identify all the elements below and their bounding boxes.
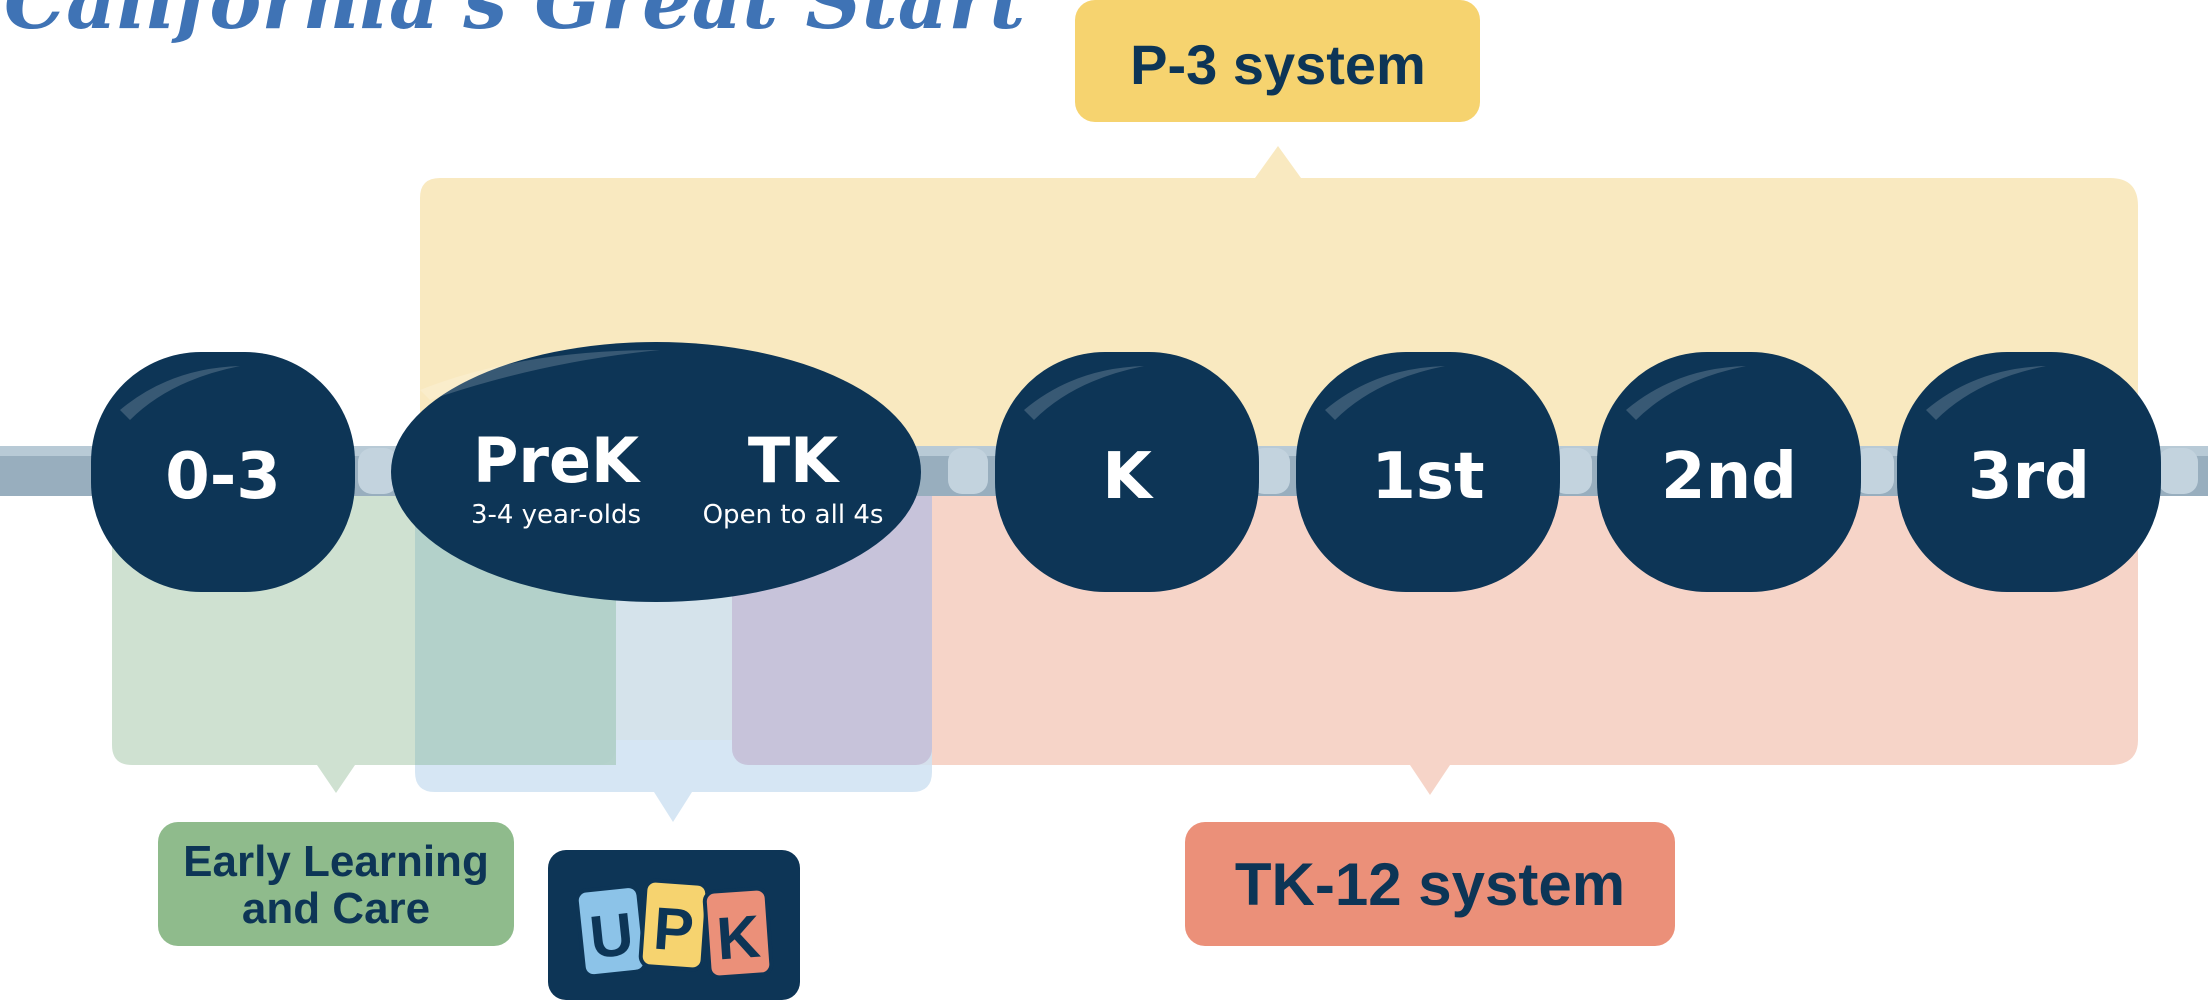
- svg-text:and Care: and Care: [242, 884, 430, 933]
- svg-text:K: K: [714, 903, 762, 973]
- svg-text:U: U: [587, 900, 637, 971]
- svg-text:P-3 system: P-3 system: [1130, 33, 1426, 96]
- svg-text:2nd: 2nd: [1661, 440, 1797, 514]
- svg-text:3rd: 3rd: [1968, 440, 2090, 514]
- svg-text:0-3: 0-3: [165, 440, 281, 514]
- diagram-title: California's Great Start: [4, 0, 1025, 47]
- svg-text:TK-12 system: TK-12 system: [1235, 851, 1625, 918]
- stage-0-3: 0-3: [91, 352, 355, 592]
- svg-text:K: K: [1102, 440, 1154, 514]
- p3-tag: P-3 system: [1075, 0, 1480, 122]
- stage-3rd: 3rd: [1897, 352, 2161, 592]
- prek-label: PreK: [473, 424, 641, 497]
- svg-text:P: P: [651, 895, 696, 965]
- upk-logo: U P K: [548, 850, 800, 1000]
- tk12-tag: TK-12 system: [1185, 822, 1675, 946]
- svg-text:1st: 1st: [1371, 440, 1484, 514]
- prek-sub: 3-4 year-olds: [471, 500, 641, 530]
- svg-text:Early Learning: Early Learning: [183, 837, 489, 886]
- stage-prek-tk: PreK 3-4 year-olds TK Open to all 4s: [391, 342, 921, 602]
- tk-label: TK: [748, 424, 840, 497]
- stage-k: K: [995, 352, 1259, 592]
- tk-sub: Open to all 4s: [703, 500, 884, 530]
- elc-tag: Early Learning and Care: [158, 822, 514, 946]
- stage-1st: 1st: [1296, 352, 1560, 592]
- stage-2nd: 2nd: [1597, 352, 1861, 592]
